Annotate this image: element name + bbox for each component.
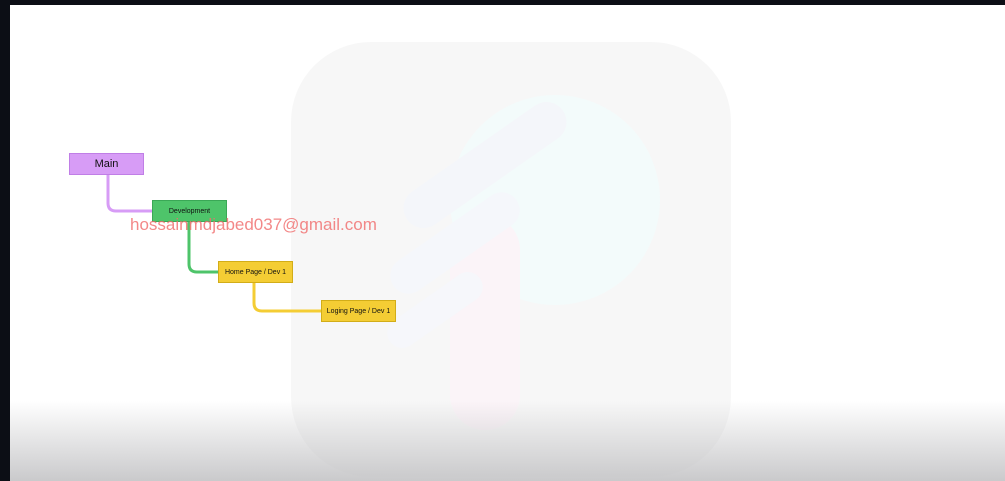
email-watermark: hossainmdjabed037@gmail.com: [130, 215, 377, 234]
node-login-page-label: Loging Page / Dev 1: [326, 307, 391, 315]
node-main-label: Main: [94, 158, 119, 170]
node-main[interactable]: Main: [69, 153, 144, 175]
diagram-canvas: Main Development Home Page / Dev 1 Login…: [10, 5, 1005, 481]
home-to-login-connector: [252, 283, 321, 313]
node-home-page-label: Home Page / Dev 1: [224, 268, 287, 276]
development-to-home-connector: [187, 222, 218, 274]
connector-lines: [106, 175, 321, 313]
main-to-development-connector: [106, 175, 152, 213]
node-home-page[interactable]: Home Page / Dev 1: [218, 261, 293, 283]
node-development-label: Development: [168, 207, 211, 215]
node-development[interactable]: Development: [152, 200, 227, 222]
node-login-page[interactable]: Loging Page / Dev 1: [321, 300, 396, 322]
rocket-app-logo-icon: [291, 42, 731, 477]
